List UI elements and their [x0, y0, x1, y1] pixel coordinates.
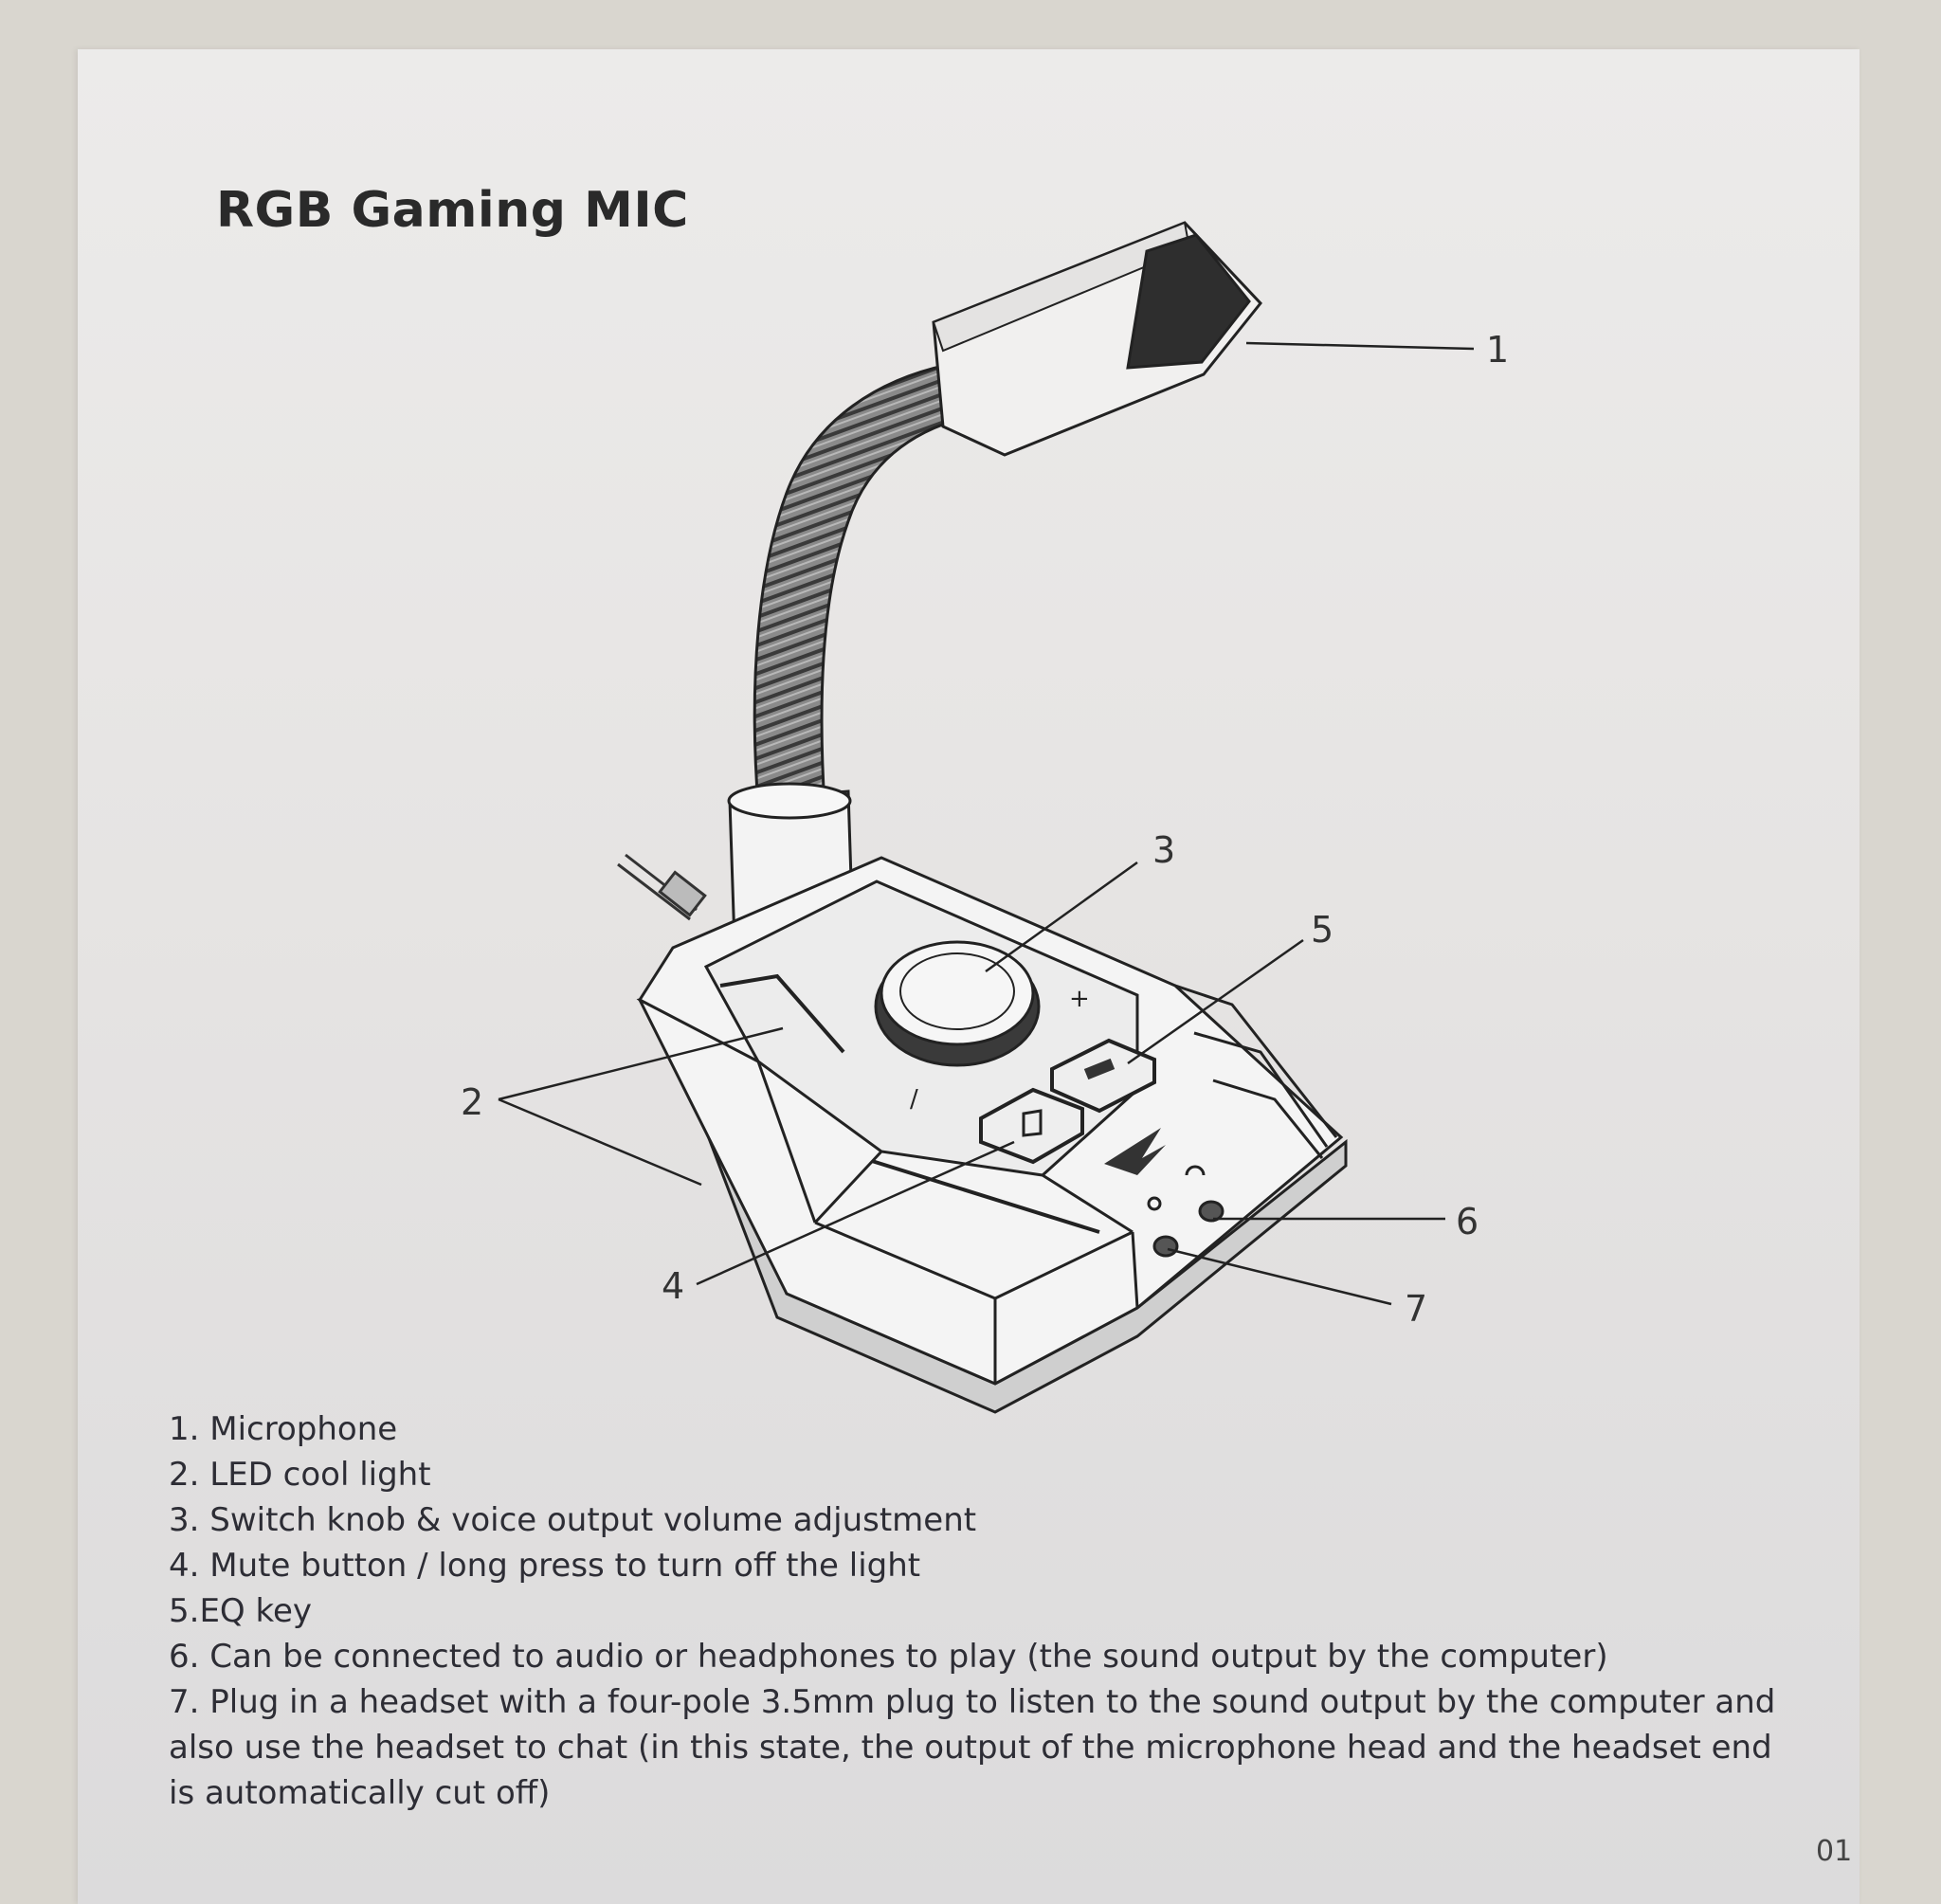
eq-button [1050, 1038, 1156, 1114]
headphone-port [1198, 1200, 1224, 1223]
microphone-head [932, 221, 1262, 457]
callout-5: 5 [1311, 909, 1333, 951]
usb-cable [617, 853, 707, 921]
eq-icon [1083, 1058, 1116, 1080]
legend-item: 5.EQ key [169, 1592, 313, 1630]
hawk-logo-icon [1104, 1128, 1166, 1175]
mute-button [979, 1087, 1084, 1165]
legend-item: 3. Switch knob & voice output volume adj… [169, 1501, 977, 1539]
mute-icon [1022, 1109, 1043, 1137]
callout-2: 2 [461, 1081, 483, 1123]
parts-legend: 1. Microphone 2. LED cool light 3. Switc… [169, 1406, 1780, 1816]
callout-7: 7 [1405, 1288, 1427, 1330]
page-number: 01 [1816, 1835, 1853, 1868]
headset-port [1152, 1235, 1179, 1258]
legend-item: 4. Mute button / long press to turn off … [169, 1547, 921, 1585]
legend-item: 1. Microphone [169, 1410, 398, 1448]
gooseneck [753, 363, 969, 807]
callout-4: 4 [662, 1265, 684, 1307]
legend-item: 7. Plug in a headset with a four-pole 3.… [169, 1683, 1776, 1812]
legend-item: 6. Can be connected to audio or headphon… [169, 1638, 1608, 1676]
legend-item: 2. LED cool light [169, 1456, 431, 1494]
headphone-port-icon [1185, 1165, 1206, 1176]
callout-6: 6 [1456, 1201, 1478, 1242]
volume-minus-label: / [910, 1085, 918, 1114]
callout-1: 1 [1486, 329, 1509, 371]
volume-plus-label: + [1069, 985, 1090, 1013]
callout-3: 3 [1152, 829, 1175, 871]
headset-port-icon [1147, 1196, 1162, 1211]
volume-knob [874, 940, 1041, 1067]
leader-lines [498, 341, 1475, 1306]
page-title: RGB Gaming MIC [216, 182, 689, 239]
